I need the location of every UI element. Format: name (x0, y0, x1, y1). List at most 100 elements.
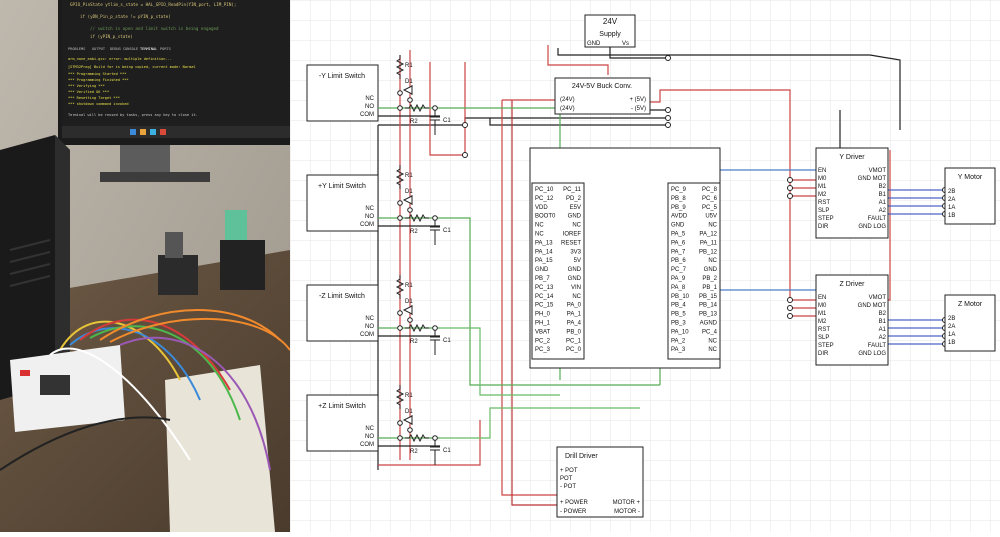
stepper-motor-right (220, 240, 265, 290)
mcu-pin: PC_8 (702, 187, 718, 193)
driver-pin: M2 (818, 319, 827, 325)
driver-title: Y Driver (839, 154, 865, 161)
terminal-tab[interactable]: PROBLEMS (68, 47, 85, 51)
mcu-pin: PA_2 (671, 338, 686, 344)
mcu-pin: PA_0 (567, 303, 582, 309)
driver-pin: SLP (818, 208, 829, 214)
driver-pin: RST (818, 327, 830, 333)
terminal-tab[interactable]: OUTPUT (92, 47, 106, 51)
motor-pin: 2A (948, 324, 955, 330)
driver-pin: VMOT (869, 295, 887, 301)
driver-pin: A2 (879, 335, 887, 341)
limit-switch-label: -Z Limit Switch (319, 293, 365, 300)
resistor-r1 (395, 165, 405, 189)
mcu-pin: PB_13 (699, 312, 718, 318)
junction-dot (462, 152, 468, 158)
mcu-pin: PC_5 (702, 205, 718, 211)
driver-pin: B2 (879, 184, 887, 190)
monitor-screen (62, 0, 290, 138)
switch-pin: COM (360, 442, 374, 448)
breadboard (165, 365, 275, 532)
drill-driver: Drill Driver + POT POT - POT + POWER - P… (556, 446, 644, 518)
drill-pin: MOTOR + (613, 500, 641, 506)
motor-pin: 1B (948, 340, 955, 346)
mcu-pin: PB_9 (671, 205, 686, 211)
driver-pin: B2 (879, 311, 887, 317)
mcu-pin: PB_6 (671, 258, 686, 264)
limit-switch-label: -Y Limit Switch (319, 73, 365, 80)
terminal-line: [STM32Prog] Build for is being copied, c… (68, 65, 196, 69)
mcu-pin: NC (708, 338, 717, 344)
microcontroller: PC_10PC_12VDDBOOT0NCNCPA_13PA_14PA_15GND… (529, 147, 721, 369)
mcu-pin: PC_1 (566, 338, 582, 344)
drill-driver-box (556, 446, 644, 518)
browser-icon[interactable] (160, 129, 166, 135)
editor-icon[interactable] (150, 129, 156, 135)
terminal-line: *** Verifying *** (68, 84, 105, 88)
mcu-pin: PA_9 (671, 276, 686, 282)
folder-icon[interactable] (140, 129, 146, 135)
mcu-pin: VIN (571, 285, 581, 291)
mcu-pin: PD_2 (566, 196, 582, 202)
buck-pin: + (5V) (629, 97, 646, 103)
mcu-pin: PC_11 (563, 187, 582, 193)
limit-switch-box (306, 284, 379, 342)
mcu-pin: 3V3 (570, 249, 581, 255)
terminal-line: *** shutdown command invoked (68, 102, 129, 106)
supply-name: Supply (599, 31, 621, 38)
power-supply-vents (9, 239, 51, 287)
buck-box (554, 77, 651, 115)
mcu-pin: PA_4 (567, 321, 582, 327)
mcu-pin: PC_10 (535, 187, 554, 193)
c1-label: C1 (443, 338, 451, 344)
junction-dot (432, 105, 438, 111)
c1-label: C1 (443, 228, 451, 234)
mcu-pin: PH_1 (535, 321, 551, 327)
jumper-wires (0, 309, 290, 471)
limit-switch-box (306, 174, 379, 232)
switch-pin: NC (365, 426, 374, 432)
mcu-pin: PB_7 (535, 276, 550, 282)
driver-pin: GND LOG (858, 224, 886, 230)
schematic-panel: 24V Supply GND Vs 24V-5V Buck Conv. (24V… (290, 0, 1000, 532)
mcu-pin: NC (708, 258, 717, 264)
driver-pin: FAULT (868, 216, 887, 222)
mcu-right-header (667, 182, 721, 360)
mcu-pin: PB_8 (671, 196, 686, 202)
terminal-tab[interactable]: PORTS (160, 47, 171, 51)
driver-pin: A1 (879, 200, 887, 206)
mcu-pin: PA_3 (671, 347, 686, 353)
junction-dot (665, 115, 671, 121)
terminal-tab[interactable]: TERMINAL (140, 47, 157, 51)
terminal-status: Terminal will be reused by tasks, press … (68, 113, 198, 117)
driver-pin: EN (818, 168, 826, 174)
terminal-tab[interactable]: DEBUG CONSOLE (110, 47, 138, 51)
motor-coupler-left (165, 232, 183, 258)
drill-pin: - POWER (560, 509, 587, 515)
junction-dot (407, 427, 413, 433)
mcu-pin: PA_13 (535, 240, 553, 246)
code-line: // switch is open and limit switch is be… (90, 26, 219, 31)
driver-pin: B1 (879, 319, 887, 325)
resistor-r1 (395, 55, 405, 79)
mcu-pin: PC_2 (535, 338, 551, 344)
driver-pin: M1 (818, 184, 827, 190)
switch-pin: NC (365, 206, 374, 212)
motor-coupler-green (225, 210, 247, 240)
junction-dot (787, 297, 793, 303)
junction-dot (407, 317, 413, 323)
driver-pin: SLP (818, 335, 829, 341)
motor-box (944, 294, 996, 352)
limit-switch-box (306, 394, 379, 452)
windows-icon[interactable] (130, 129, 136, 135)
junction-dot (397, 105, 403, 111)
d1-label: D1 (405, 189, 413, 195)
mcu-pin: NC (708, 223, 717, 229)
mcu-pin: PA_1 (567, 312, 582, 318)
wire-gnd (489, 118, 668, 126)
mcu-pin: PC_15 (535, 303, 554, 309)
terminal-line: *** Verified OK *** (68, 90, 109, 94)
